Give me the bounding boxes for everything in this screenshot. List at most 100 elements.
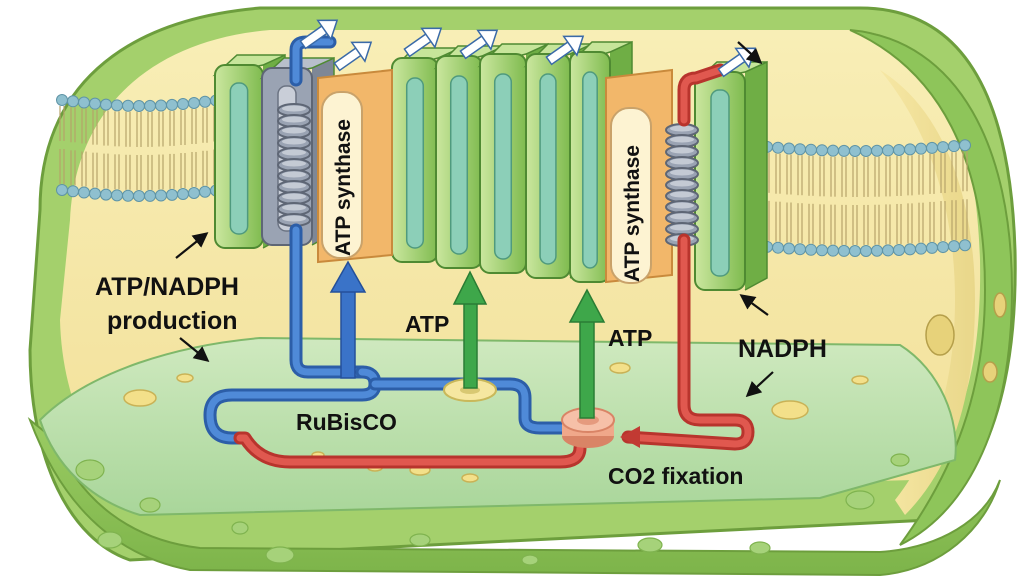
lipid-right-head xyxy=(772,241,784,254)
lipid-right-head xyxy=(816,144,828,157)
lipid-left-head xyxy=(166,98,178,111)
arrow-head xyxy=(476,29,499,51)
lipid-left-head xyxy=(100,188,112,201)
lipid-left-head xyxy=(133,99,145,112)
lipid-left-head xyxy=(111,99,123,112)
pointer-arrow-icon xyxy=(179,337,210,362)
arrow-head xyxy=(562,35,585,57)
lipid-right-head xyxy=(893,243,905,256)
lipid-left-head xyxy=(78,96,90,109)
envelope-bubble xyxy=(75,459,105,481)
cap-granule xyxy=(925,314,955,356)
lipid-right-head xyxy=(838,244,850,257)
lipid-left-head xyxy=(188,96,200,109)
lipid-right-head xyxy=(926,141,938,154)
atp-synthase-left: ATP synthase xyxy=(317,68,393,264)
lipid-left-head xyxy=(133,189,145,202)
envelope-bubble xyxy=(231,521,249,535)
up-right-arrow-icon xyxy=(545,35,585,66)
envelope-bubble xyxy=(637,537,663,553)
vesicle xyxy=(461,473,479,483)
vesicle xyxy=(771,400,809,420)
coil-highlight xyxy=(670,180,694,187)
lipid-left-head xyxy=(166,188,178,201)
lipid-right-head xyxy=(827,144,839,157)
coil-highlight xyxy=(670,136,694,143)
stroma-floor xyxy=(38,336,957,517)
lipid-left-head xyxy=(122,189,134,202)
pointer-arrow-icon xyxy=(175,232,209,259)
coil-highlight xyxy=(282,127,306,134)
lipid-left-head xyxy=(177,98,189,111)
lipid-right-head xyxy=(772,141,784,154)
floor-vesicles xyxy=(75,292,1007,566)
envelope-bubble xyxy=(139,497,161,513)
lipid-right-head xyxy=(871,244,883,257)
lipid-left-head xyxy=(199,185,211,198)
atp-synthase-right-label-bg xyxy=(610,107,652,284)
thylakoid-lumen xyxy=(493,73,513,260)
lipid-right-head xyxy=(816,244,828,257)
lipid-right-head xyxy=(904,143,916,156)
envelope-bubble xyxy=(521,554,539,566)
pipe-red-descent-core xyxy=(624,236,752,448)
lipid-right-head xyxy=(959,239,971,252)
lipid-right-head xyxy=(904,243,916,256)
coil-highlight xyxy=(282,116,306,123)
lipid-right-head xyxy=(926,241,938,254)
coil-highlight xyxy=(282,160,306,167)
up-arrow-icon xyxy=(568,288,606,419)
thylakoid-lumen xyxy=(405,77,425,249)
up-right-arrow-icon xyxy=(333,41,373,72)
atp-label-center: ATP xyxy=(405,311,449,337)
lipid-right-head xyxy=(915,142,927,155)
thylakoid-plate xyxy=(569,40,633,283)
vesicle xyxy=(851,375,869,385)
lipid-right-head xyxy=(783,142,795,155)
coil-highlight xyxy=(670,125,694,132)
lipid-left-head xyxy=(67,185,79,198)
nadph-label: NADPH xyxy=(738,335,827,363)
lipid-right-head xyxy=(794,143,806,156)
lipid-right-head xyxy=(948,140,960,153)
coil-complex-icon xyxy=(665,123,699,247)
up-right-arrow-icon xyxy=(299,19,339,50)
lipid-right-head xyxy=(937,241,949,254)
lipid-left-head xyxy=(188,186,200,199)
lipid-right-head xyxy=(871,144,883,157)
thylakoid-lumen xyxy=(449,75,469,255)
lipid-right-head xyxy=(882,144,894,157)
lipid-left-head xyxy=(78,186,90,199)
atp-synthase-left-label-bg xyxy=(321,91,363,259)
coil-highlight xyxy=(282,193,306,200)
coil-highlight xyxy=(670,158,694,165)
coil-highlight xyxy=(282,171,306,178)
lipid-right-head xyxy=(915,242,927,255)
up-arrow-icon xyxy=(329,260,367,379)
lipid-left-head xyxy=(144,99,156,112)
pipe-red-up-core xyxy=(680,66,724,124)
red-arrowhead xyxy=(620,426,640,448)
lipid-right-head xyxy=(948,240,960,253)
thylakoid-lumen xyxy=(229,82,249,235)
lipid-left-head xyxy=(111,189,123,202)
up-arrow-icon xyxy=(452,270,488,389)
thylakoid-lumen xyxy=(582,71,598,269)
pointer-arrow-icon xyxy=(745,371,774,398)
cap-granule xyxy=(993,292,1007,318)
envelope-bubble xyxy=(409,533,431,547)
lipid-left-head xyxy=(199,95,211,108)
lipid-left-head xyxy=(122,99,134,112)
atp-label-right: ATP xyxy=(608,325,652,351)
lipid-right-head xyxy=(805,243,817,256)
coil-highlight xyxy=(282,215,306,222)
lipid-right-head xyxy=(794,243,806,256)
pipe-blue-descent-core xyxy=(292,226,366,376)
lipid-right-head xyxy=(882,244,894,257)
envelope-bubble xyxy=(97,531,123,549)
envelope-right-cap-inner xyxy=(880,70,975,515)
pipe-red-bottom-core xyxy=(236,434,584,466)
coil-highlight xyxy=(670,224,694,231)
lipid-right-head xyxy=(849,144,861,157)
